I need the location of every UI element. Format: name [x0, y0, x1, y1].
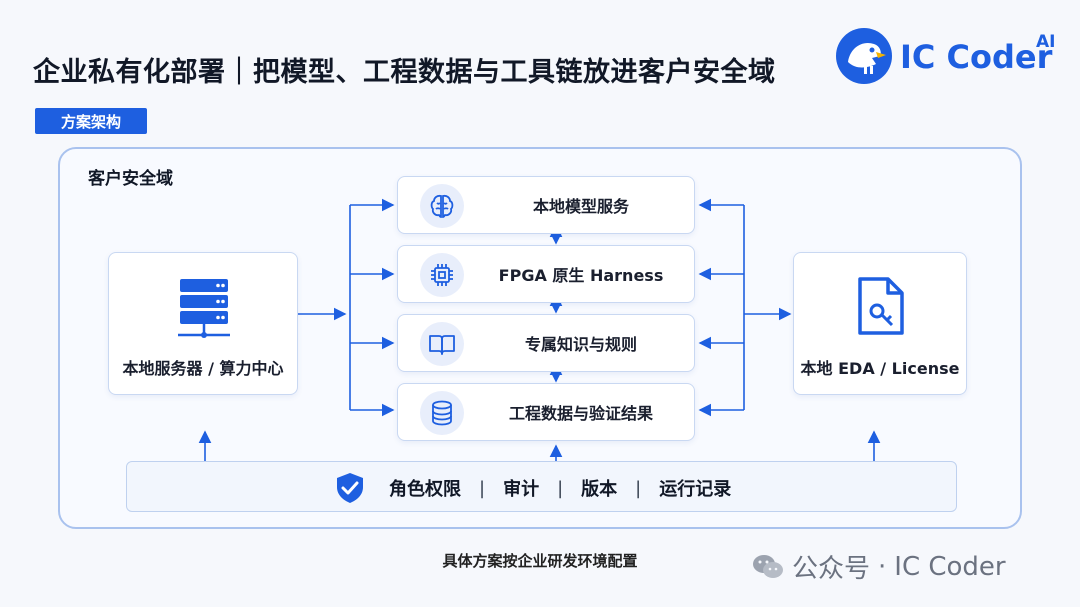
watermark: 公众号 · IC Coder	[752, 548, 1006, 585]
service-label: 工程数据与验证结果	[508, 404, 653, 423]
divider: |	[557, 477, 564, 499]
service-fpga-harness: FPGA 原生 Harness	[397, 245, 695, 303]
governance-item-audit: 审计	[503, 479, 540, 500]
logo-text: IC Coder	[900, 38, 1053, 76]
section-tag: 方案架构	[35, 108, 147, 134]
shield-check-icon	[335, 472, 365, 504]
service-label: FPGA 原生 Harness	[498, 266, 664, 285]
divider: |	[479, 477, 486, 499]
service-local-model: 本地模型服务	[397, 176, 695, 234]
license-file-icon	[856, 275, 906, 341]
book-icon	[420, 322, 464, 366]
right-node-label: 本地 EDA / License	[800, 359, 960, 378]
local-server-node: 本地服务器 / 算力中心	[108, 252, 298, 395]
database-icon	[420, 391, 464, 435]
service-knowledge-rules: 专属知识与规则	[397, 314, 695, 372]
governance-bar	[126, 461, 957, 512]
governance-item-roles: 角色权限	[389, 479, 461, 500]
governance-row: 角色权限 | 审计 | 版本 | 运行记录	[335, 472, 732, 504]
server-rack-icon	[174, 277, 234, 345]
governance-item-version: 版本	[581, 479, 618, 500]
eagle-logo-icon	[836, 28, 892, 84]
page-title: 企业私有化部署｜把模型、工程数据与工具链放进客户安全域	[33, 57, 776, 88]
brand-logo: IC Coder AI	[836, 24, 1066, 100]
watermark-prefix: 公众号	[792, 554, 871, 584]
divider: |	[635, 477, 642, 499]
domain-label: 客户安全域	[88, 169, 173, 189]
footnote: 具体方案按企业研发环境配置	[442, 552, 638, 570]
watermark-name: IC Coder	[894, 551, 1006, 582]
service-label: 专属知识与规则	[524, 335, 637, 354]
chip-icon	[420, 253, 464, 297]
logo-superscript: AI	[1036, 32, 1056, 52]
local-eda-node: 本地 EDA / License	[793, 252, 967, 395]
governance-item-run-log: 运行记录	[659, 479, 732, 500]
wechat-icon	[752, 553, 784, 581]
brain-icon	[420, 184, 464, 228]
service-label: 本地模型服务	[532, 197, 629, 216]
left-node-label: 本地服务器 / 算力中心	[122, 359, 284, 378]
service-engineering-data: 工程数据与验证结果	[397, 383, 695, 441]
